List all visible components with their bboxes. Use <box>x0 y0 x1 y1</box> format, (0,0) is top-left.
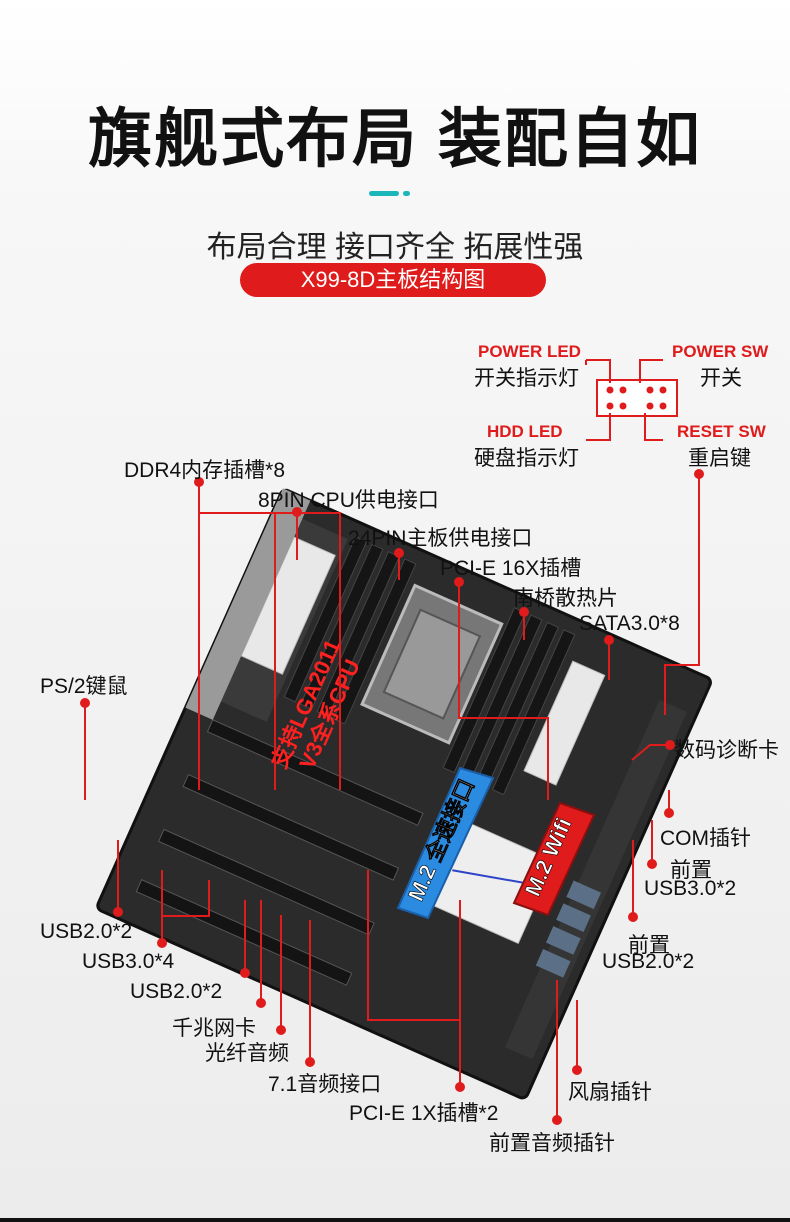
rear-usb3-label: USB3.0*4 <box>82 950 175 973</box>
lan-label: 千兆网卡 <box>172 1017 256 1040</box>
optical-audio-label: 光纤音频 <box>205 1042 289 1065</box>
com-header-label: COM插针 <box>660 827 751 850</box>
page-title: 旗舰式布局 装配自如 <box>88 103 702 175</box>
front-usb2-label-2: USB2.0*2 <box>602 950 695 973</box>
pcie16-label: PCI-E 16X插槽 <box>440 557 582 580</box>
motherboard <box>96 488 712 1100</box>
rear-usb2-a-label: USB2.0*2 <box>40 920 133 943</box>
accent-bar <box>369 191 399 196</box>
reset-sw-cn-label: 重启键 <box>688 447 751 470</box>
accent-dot <box>403 191 410 196</box>
ddr4-slot-label: DDR4内存插槽*8 <box>124 459 286 482</box>
audio71-label: 7.1音频接口 <box>268 1073 382 1096</box>
front-usb2-label-1: 前置 <box>628 934 670 957</box>
page-subtitle: 布局合理 接口齐全 拓展性强 <box>206 231 584 264</box>
debug-card-label: 数码诊断卡 <box>674 739 779 762</box>
rear-usb2-b-label: USB2.0*2 <box>130 980 223 1003</box>
pcie1-label: PCI-E 1X插槽*2 <box>349 1102 499 1125</box>
power-sw-label: POWER SW <box>672 342 769 361</box>
fan-header-label: 风扇插针 <box>568 1081 652 1104</box>
front-usb3-label-2: USB3.0*2 <box>644 877 737 900</box>
front-panel-header <box>585 359 678 441</box>
hdd-led-cn-label: 硬盘指示灯 <box>474 447 579 470</box>
atx-24pin-label: 24PIN主板供电接口 <box>348 527 533 550</box>
ps2-label: PS/2键鼠 <box>40 675 128 698</box>
bottom-border <box>0 1218 790 1222</box>
front-audio-label: 前置音频插针 <box>489 1132 615 1155</box>
hdd-led-label: HDD LED <box>487 422 563 441</box>
callout-lines <box>84 474 700 1120</box>
power-sw-cn-label: 开关 <box>700 367 742 390</box>
callout-dots <box>80 469 704 1125</box>
reset-sw-label: RESET SW <box>677 422 766 441</box>
southbridge-label: 南桥散热片 <box>513 587 618 610</box>
power-led-cn-label: 开关指示灯 <box>474 367 579 390</box>
sata-label: SATA3.0*8 <box>579 612 680 635</box>
front-usb3-label-1: 前置 <box>670 859 712 882</box>
power-led-label: POWER LED <box>478 342 581 361</box>
cpu-8pin-label: 8PIN CPU供电接口 <box>258 489 439 512</box>
diagram-badge: X99-8D主板结构图 <box>240 263 546 297</box>
